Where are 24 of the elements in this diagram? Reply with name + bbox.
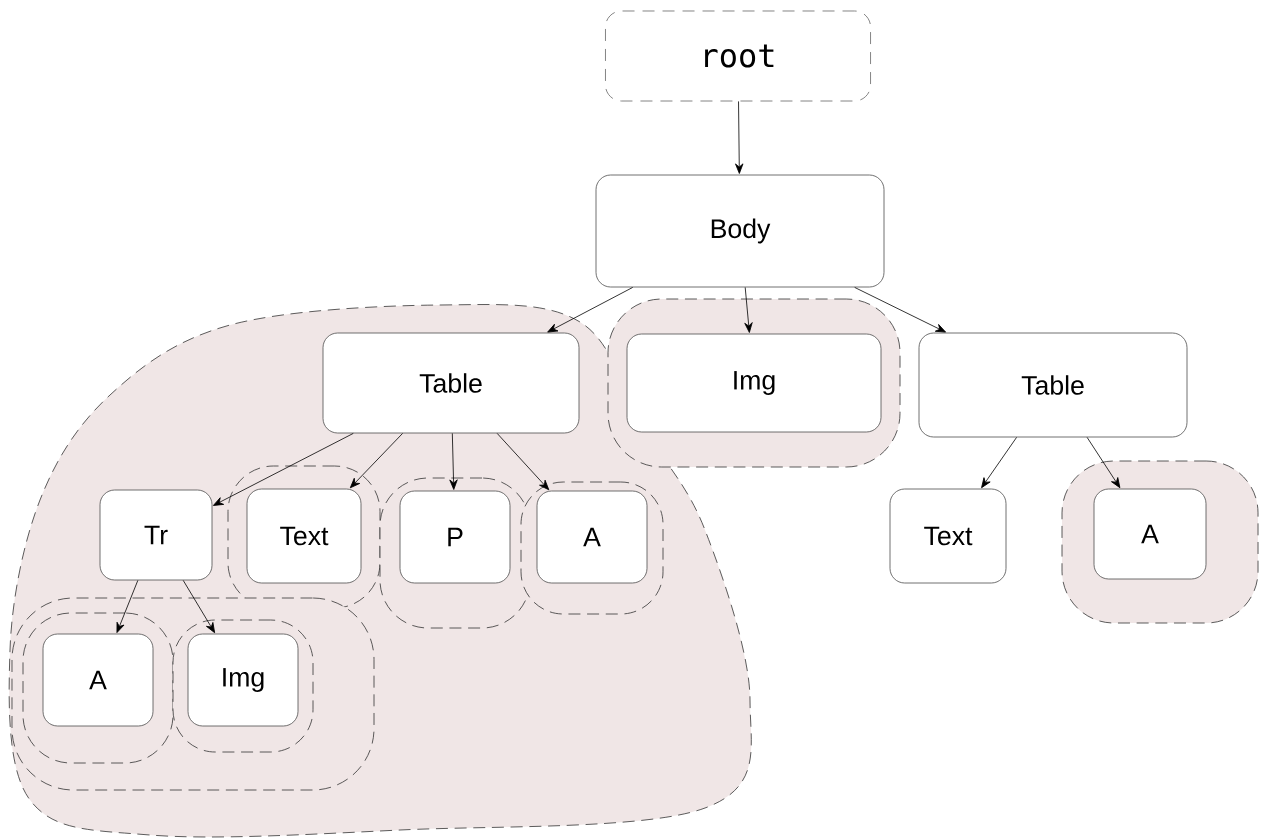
tag-box: A: [536, 490, 648, 584]
tag-box: A: [42, 633, 154, 727]
arrow: [213, 433, 354, 506]
arrow: [981, 437, 1017, 489]
tag-box: Table: [918, 332, 1188, 438]
tag-box: Table: [322, 332, 580, 434]
tag-box: P: [399, 490, 511, 584]
arrow: [349, 433, 403, 489]
tag-box: Img: [626, 333, 882, 433]
tag-box: Text: [246, 488, 362, 584]
arrow: [744, 287, 753, 333]
arrow: [449, 433, 458, 490]
tag-box: Img: [187, 633, 299, 727]
tag-box: Text: [889, 488, 1007, 584]
arrow: [182, 580, 216, 634]
arrow: [116, 580, 139, 633]
tag-box: A: [1093, 488, 1207, 580]
tag-box: Tr: [99, 489, 213, 581]
root-box: root: [605, 10, 871, 102]
arrow: [1086, 437, 1121, 489]
tag-box: Body: [595, 174, 885, 288]
arrow: [735, 101, 744, 174]
arrow: [547, 287, 634, 333]
arrow: [496, 433, 550, 491]
